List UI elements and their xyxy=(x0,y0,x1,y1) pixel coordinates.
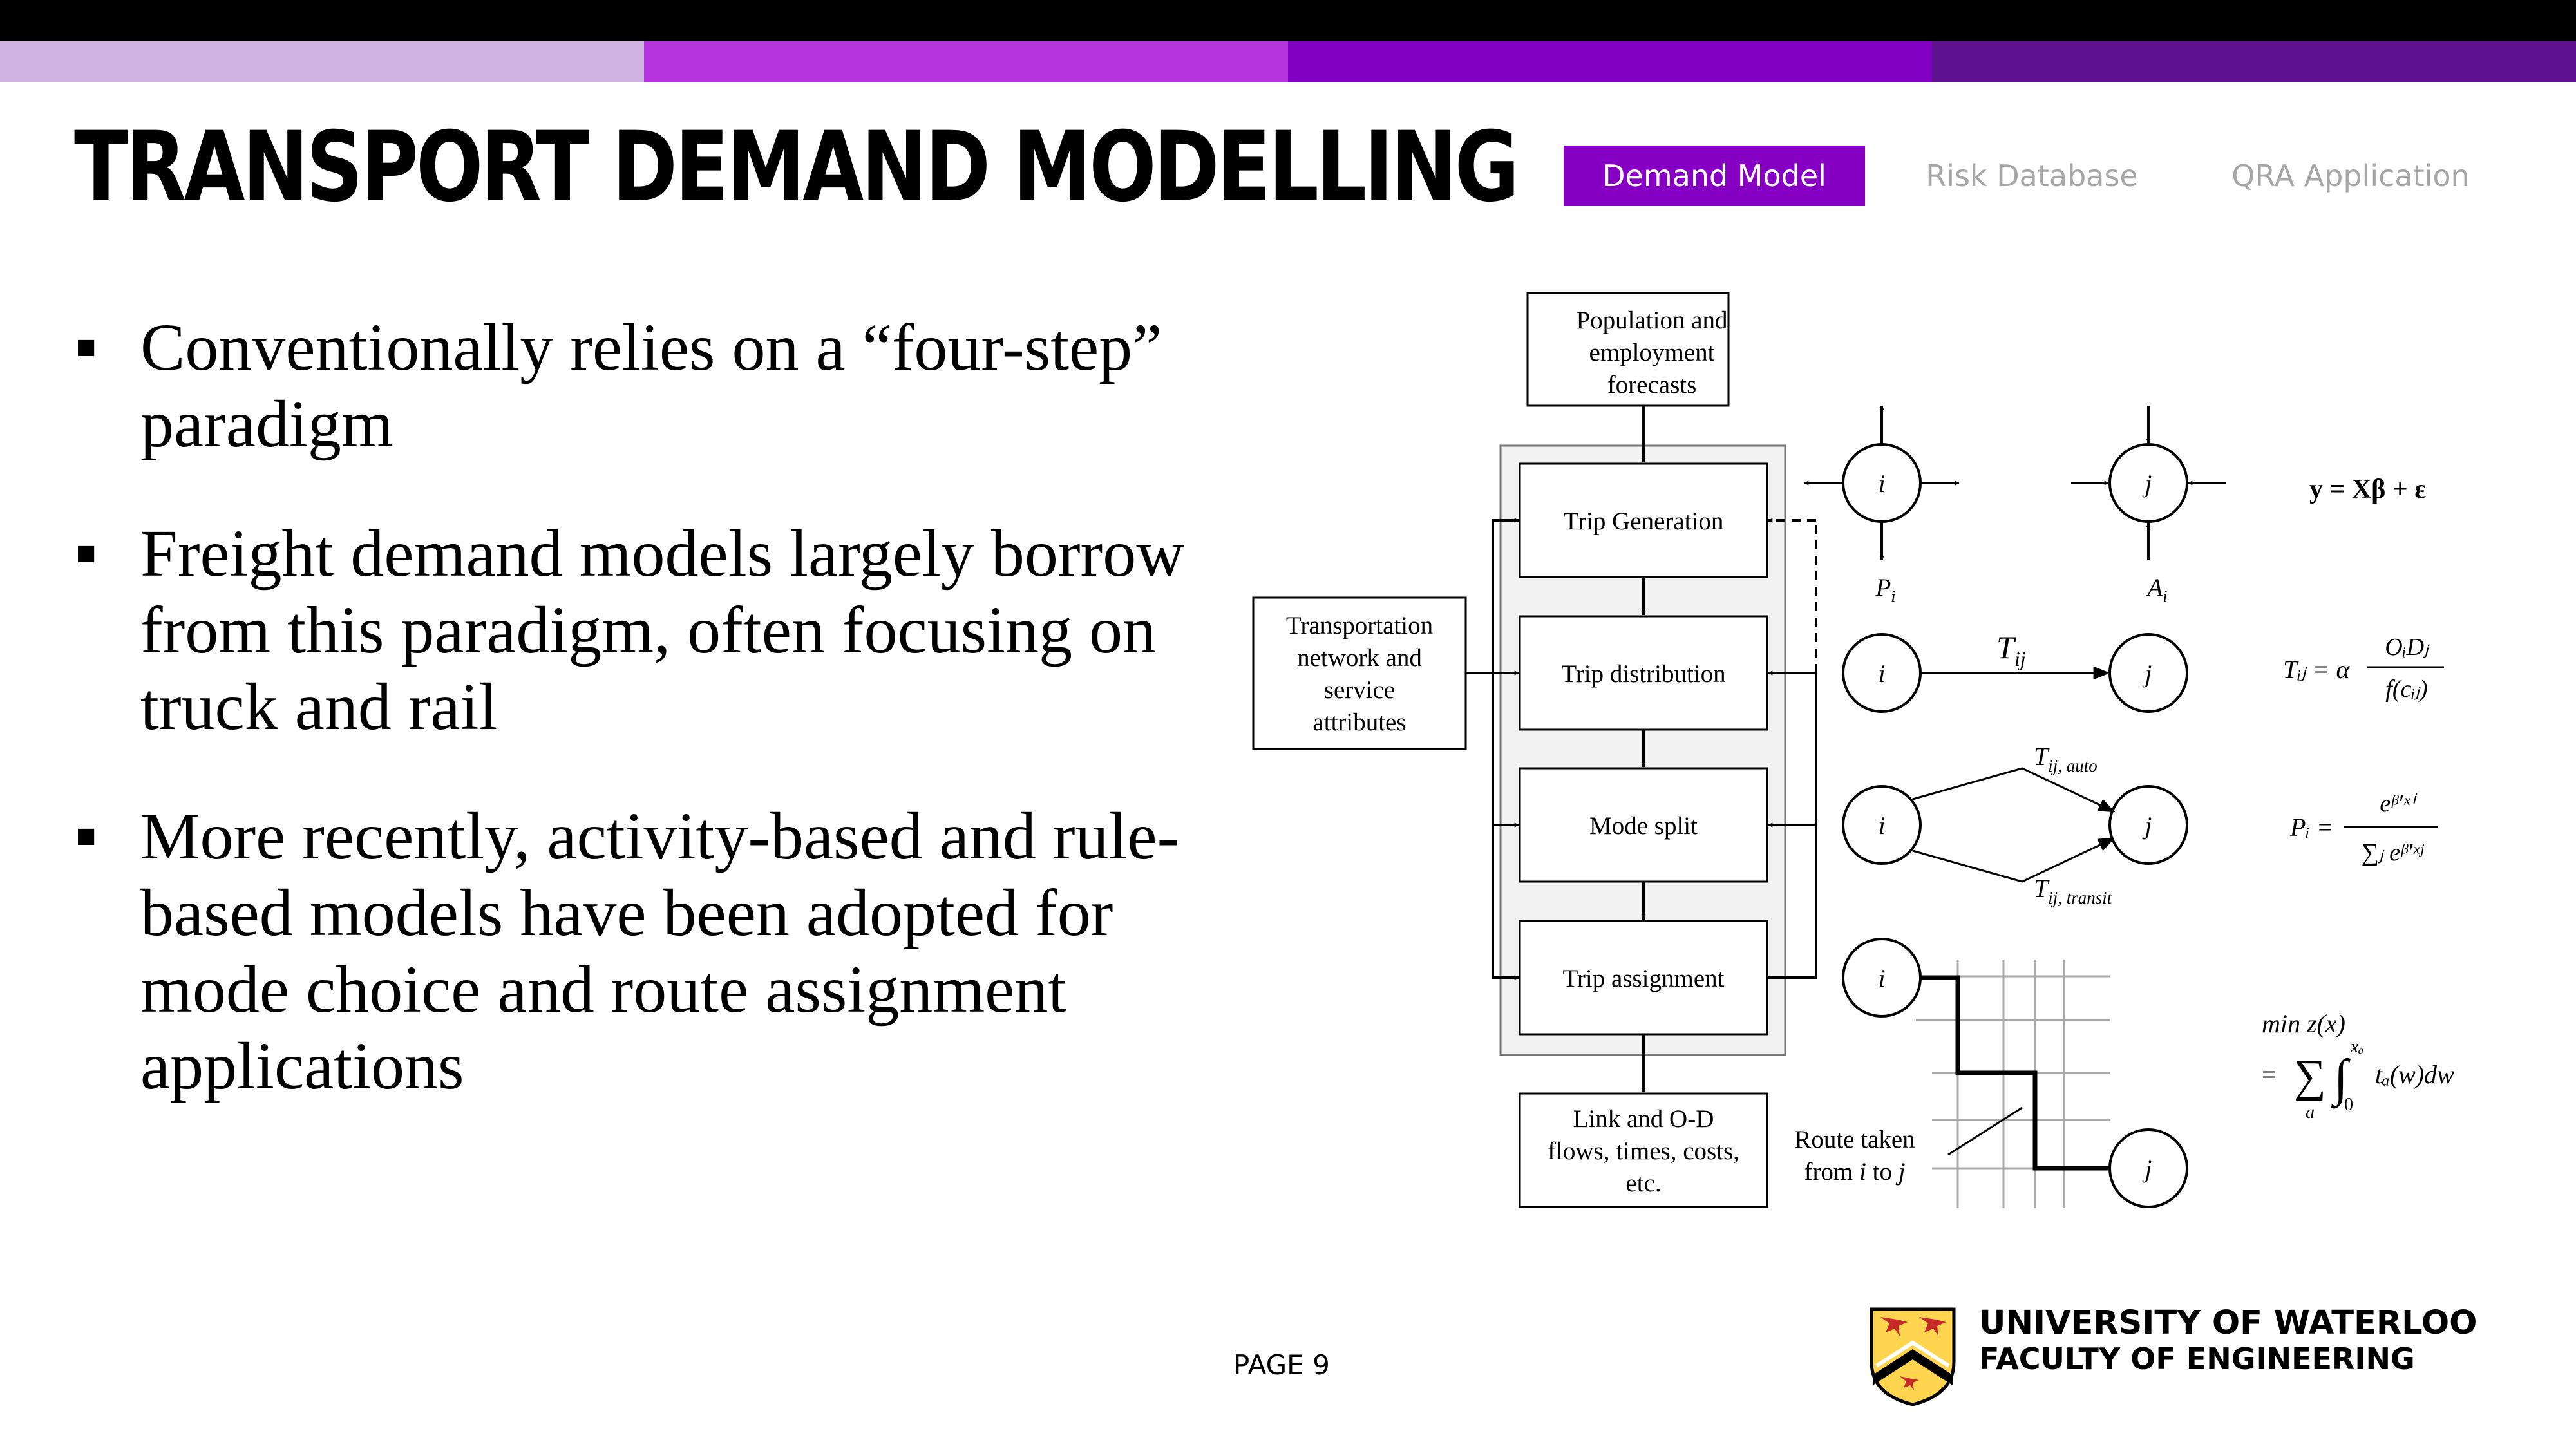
outputs-line-2: flows, times, costs, xyxy=(1548,1137,1739,1165)
auto-flow-label: Tij, auto xyxy=(2034,742,2098,775)
gravity-denominator: f(cᵢⱼ) xyxy=(2385,676,2427,703)
bullet-item: ■ More recently, activity-based and rule… xyxy=(71,798,1269,1104)
regression-equation: y = Xβ + ε xyxy=(2309,475,2426,504)
outputs-box: Link and O-D flows, times, costs, etc. xyxy=(1519,1092,1768,1208)
assignment-equation: min z(x) = ∑ a ∫ xₐ 0 tₐ(w)dw xyxy=(2262,1009,2454,1122)
forecasts-line-2: employment xyxy=(1589,339,1715,366)
route-label-line-2: from i to j xyxy=(1804,1158,1905,1186)
node-i-label: i xyxy=(1879,470,1886,498)
assignment-equals: = xyxy=(2262,1060,2277,1089)
assignment-upper-limit: xₐ xyxy=(2350,1037,2364,1057)
logit-numerator: eᵝ′ˣⁱ xyxy=(2380,790,2418,817)
assignment-node-i-label: i xyxy=(1879,965,1886,992)
top-black-bar xyxy=(0,0,2576,41)
outputs-line-3: etc. xyxy=(1625,1170,1661,1197)
slide-title: TRANSPORT DEMAND MODELLING xyxy=(74,111,1520,223)
bullet-text: Freight demand models largely borrow fro… xyxy=(140,516,1185,744)
flow-arrows xyxy=(1466,406,1817,1093)
production-label: Pi xyxy=(1875,574,1895,606)
network-line-1: Transportation xyxy=(1286,612,1433,639)
trip-distribution-label: Trip distribution xyxy=(1561,660,1725,688)
network-attributes-box: Transportation network and service attri… xyxy=(1252,596,1467,750)
gravity-numerator: OᵢDⱼ xyxy=(2385,634,2430,661)
tab-demand-model[interactable]: Demand Model xyxy=(1564,146,1865,206)
header-stripe-4 xyxy=(1932,41,2576,82)
mode-node-i xyxy=(1842,785,1922,865)
auto-route-line xyxy=(1912,767,2116,813)
route-label-line-1: Route taken xyxy=(1794,1126,1915,1153)
bullet-item: ■ Freight demand models largely borrow f… xyxy=(71,515,1269,745)
transit-flow-label: Tij, transit xyxy=(2034,874,2113,907)
network-line-3: service xyxy=(1324,676,1395,704)
logit-lhs: Pᵢ = xyxy=(2289,813,2334,842)
forecasts-line-1: Population and xyxy=(1576,307,1728,334)
route-path xyxy=(1920,975,2110,1171)
bullet-square-icon: ■ xyxy=(76,535,97,572)
network-line-2: network and xyxy=(1297,644,1422,672)
assignment-sum-index: a xyxy=(2306,1103,2315,1122)
attraction-label: Ai xyxy=(2145,574,2167,606)
mode-split-label: Mode split xyxy=(1589,812,1698,840)
generation-node-j: j xyxy=(2108,443,2188,523)
university-name: UNIVERSITY OF WATERLOO xyxy=(1979,1304,2477,1342)
bullet-text: More recently, activity-based and rule-b… xyxy=(140,799,1180,1103)
network-line-4: attributes xyxy=(1312,708,1406,736)
page-number: PAGE 9 xyxy=(1233,1349,1330,1381)
bullet-item: ■ Conventionally relies on a “four-step”… xyxy=(71,309,1269,462)
trip-distribution-box: Trip distribution xyxy=(1519,615,1768,731)
generation-node-i: i xyxy=(1842,443,1922,523)
assignment-integrand: tₐ(w)dw xyxy=(2375,1060,2454,1089)
university-crest-icon xyxy=(1870,1307,1956,1406)
bullet-text: Conventionally relies on a “four-step” p… xyxy=(140,310,1162,461)
bullet-square-icon: ■ xyxy=(76,329,97,366)
trip-assignment-label: Trip assignment xyxy=(1562,965,1724,992)
mode-node-i-label: i xyxy=(1879,812,1886,840)
road-grid xyxy=(1916,960,2110,1208)
header-stripe-1 xyxy=(0,41,644,82)
assignment-integral: ∫ xyxy=(2331,1050,2351,1109)
outputs-line-1: Link and O-D xyxy=(1573,1105,1714,1133)
header-stripe-3 xyxy=(1288,41,1932,82)
assignment-objective: min z(x) xyxy=(2262,1009,2345,1038)
logit-denominator: ∑ⱼ eᵝ′ˣʲ xyxy=(2362,839,2425,866)
faculty-name: FACULTY OF ENGINEERING xyxy=(1979,1341,2415,1376)
route-leader-line xyxy=(1947,1106,2023,1156)
transit-route-line xyxy=(1912,837,2116,883)
mode-split-box: Mode split xyxy=(1519,767,1768,883)
distribution-node-i-label: i xyxy=(1879,660,1886,688)
trip-assignment-box: Trip assignment xyxy=(1519,920,1768,1036)
bullet-list: ■ Conventionally relies on a “four-step”… xyxy=(71,309,1269,1157)
trip-generation-label: Trip Generation xyxy=(1564,507,1724,535)
assignment-lower-limit: 0 xyxy=(2344,1095,2353,1115)
logit-equation: Pᵢ = eᵝ′ˣⁱ ∑ⱼ eᵝ′ˣʲ xyxy=(2289,790,2438,866)
trip-flow-label: Tij xyxy=(1996,629,2026,670)
tab-qra-application[interactable]: QRA Application xyxy=(2231,158,2470,193)
attraction-arrows xyxy=(2071,406,2226,560)
assignment-sum-symbol: ∑ xyxy=(2294,1052,2326,1101)
trip-generation-box: Trip Generation xyxy=(1519,462,1768,578)
forecasts-line-3: forecasts xyxy=(1607,371,1697,399)
gravity-equation: Tᵢⱼ = α OᵢDⱼ f(cᵢⱼ) xyxy=(2283,634,2444,703)
tab-risk-database[interactable]: Risk Database xyxy=(1926,158,2138,193)
bullet-square-icon: ■ xyxy=(76,818,97,855)
production-arrows xyxy=(1804,405,1960,561)
mode-node-j xyxy=(2108,785,2188,865)
gravity-lhs: Tᵢⱼ = α xyxy=(2283,655,2351,684)
forecasts-box: Population and employment forecasts xyxy=(1526,292,1730,407)
header-stripe-2 xyxy=(644,41,1288,82)
